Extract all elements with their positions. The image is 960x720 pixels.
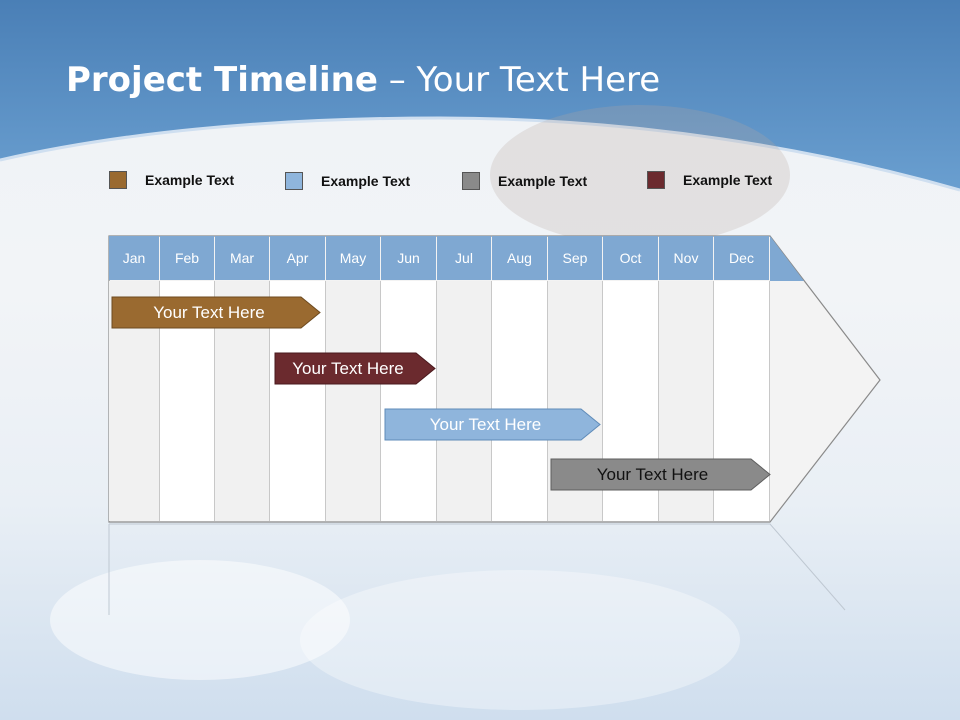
month-header-jun: Jun (381, 236, 436, 280)
month-header-nov: Nov (659, 236, 713, 280)
legend-label: Example Text (683, 172, 773, 188)
month-header-aug: Aug (492, 236, 547, 280)
legend-item: Example Text (109, 171, 234, 189)
month-header-may: May (326, 236, 380, 280)
arrow-shape (384, 408, 601, 441)
page-title: Project Timeline – Your Text Here (66, 60, 660, 100)
task-bar[interactable]: Your Text Here (550, 458, 771, 491)
legend-item: Example Text (462, 172, 587, 190)
task-bar[interactable]: Your Text Here (384, 408, 601, 441)
month-header-mar: Mar (215, 236, 269, 280)
legend-swatch (462, 172, 480, 190)
month-header-oct: Oct (603, 236, 658, 280)
legend-item: Example Text (647, 171, 772, 189)
legend-label: Example Text (145, 172, 235, 188)
legend-swatch (647, 171, 665, 189)
task-bar-label: Your Text Here (429, 414, 542, 434)
month-header-feb: Feb (160, 236, 214, 280)
task-bar-label: Your Text Here (292, 358, 404, 378)
arrow-shape (274, 352, 436, 385)
task-bar[interactable]: Your Text Here (274, 352, 436, 385)
arrow-shape (111, 296, 321, 329)
legend-swatch (109, 171, 127, 189)
task-bar-label: Your Text Here (153, 302, 265, 322)
month-column (492, 281, 548, 521)
month-header-dec: Dec (714, 236, 769, 280)
month-column (437, 281, 492, 521)
legend-swatch (285, 172, 303, 190)
task-bar[interactable]: Your Text Here (111, 296, 321, 329)
month-column (326, 281, 381, 521)
arrow-shape (550, 458, 771, 491)
title-rest: – Your Text Here (377, 60, 661, 100)
month-header-apr: Apr (270, 236, 325, 280)
month-header-sep: Sep (548, 236, 602, 280)
title-bold: Project Timeline (66, 60, 378, 100)
legend-label: Example Text (321, 173, 411, 189)
task-bar-label: Your Text Here (596, 464, 709, 484)
legend-label: Example Text (498, 173, 588, 189)
legend-item: Example Text (285, 172, 410, 190)
month-header-jan: Jan (109, 236, 159, 280)
month-header-jul: Jul (437, 236, 491, 280)
month-column (381, 281, 437, 521)
